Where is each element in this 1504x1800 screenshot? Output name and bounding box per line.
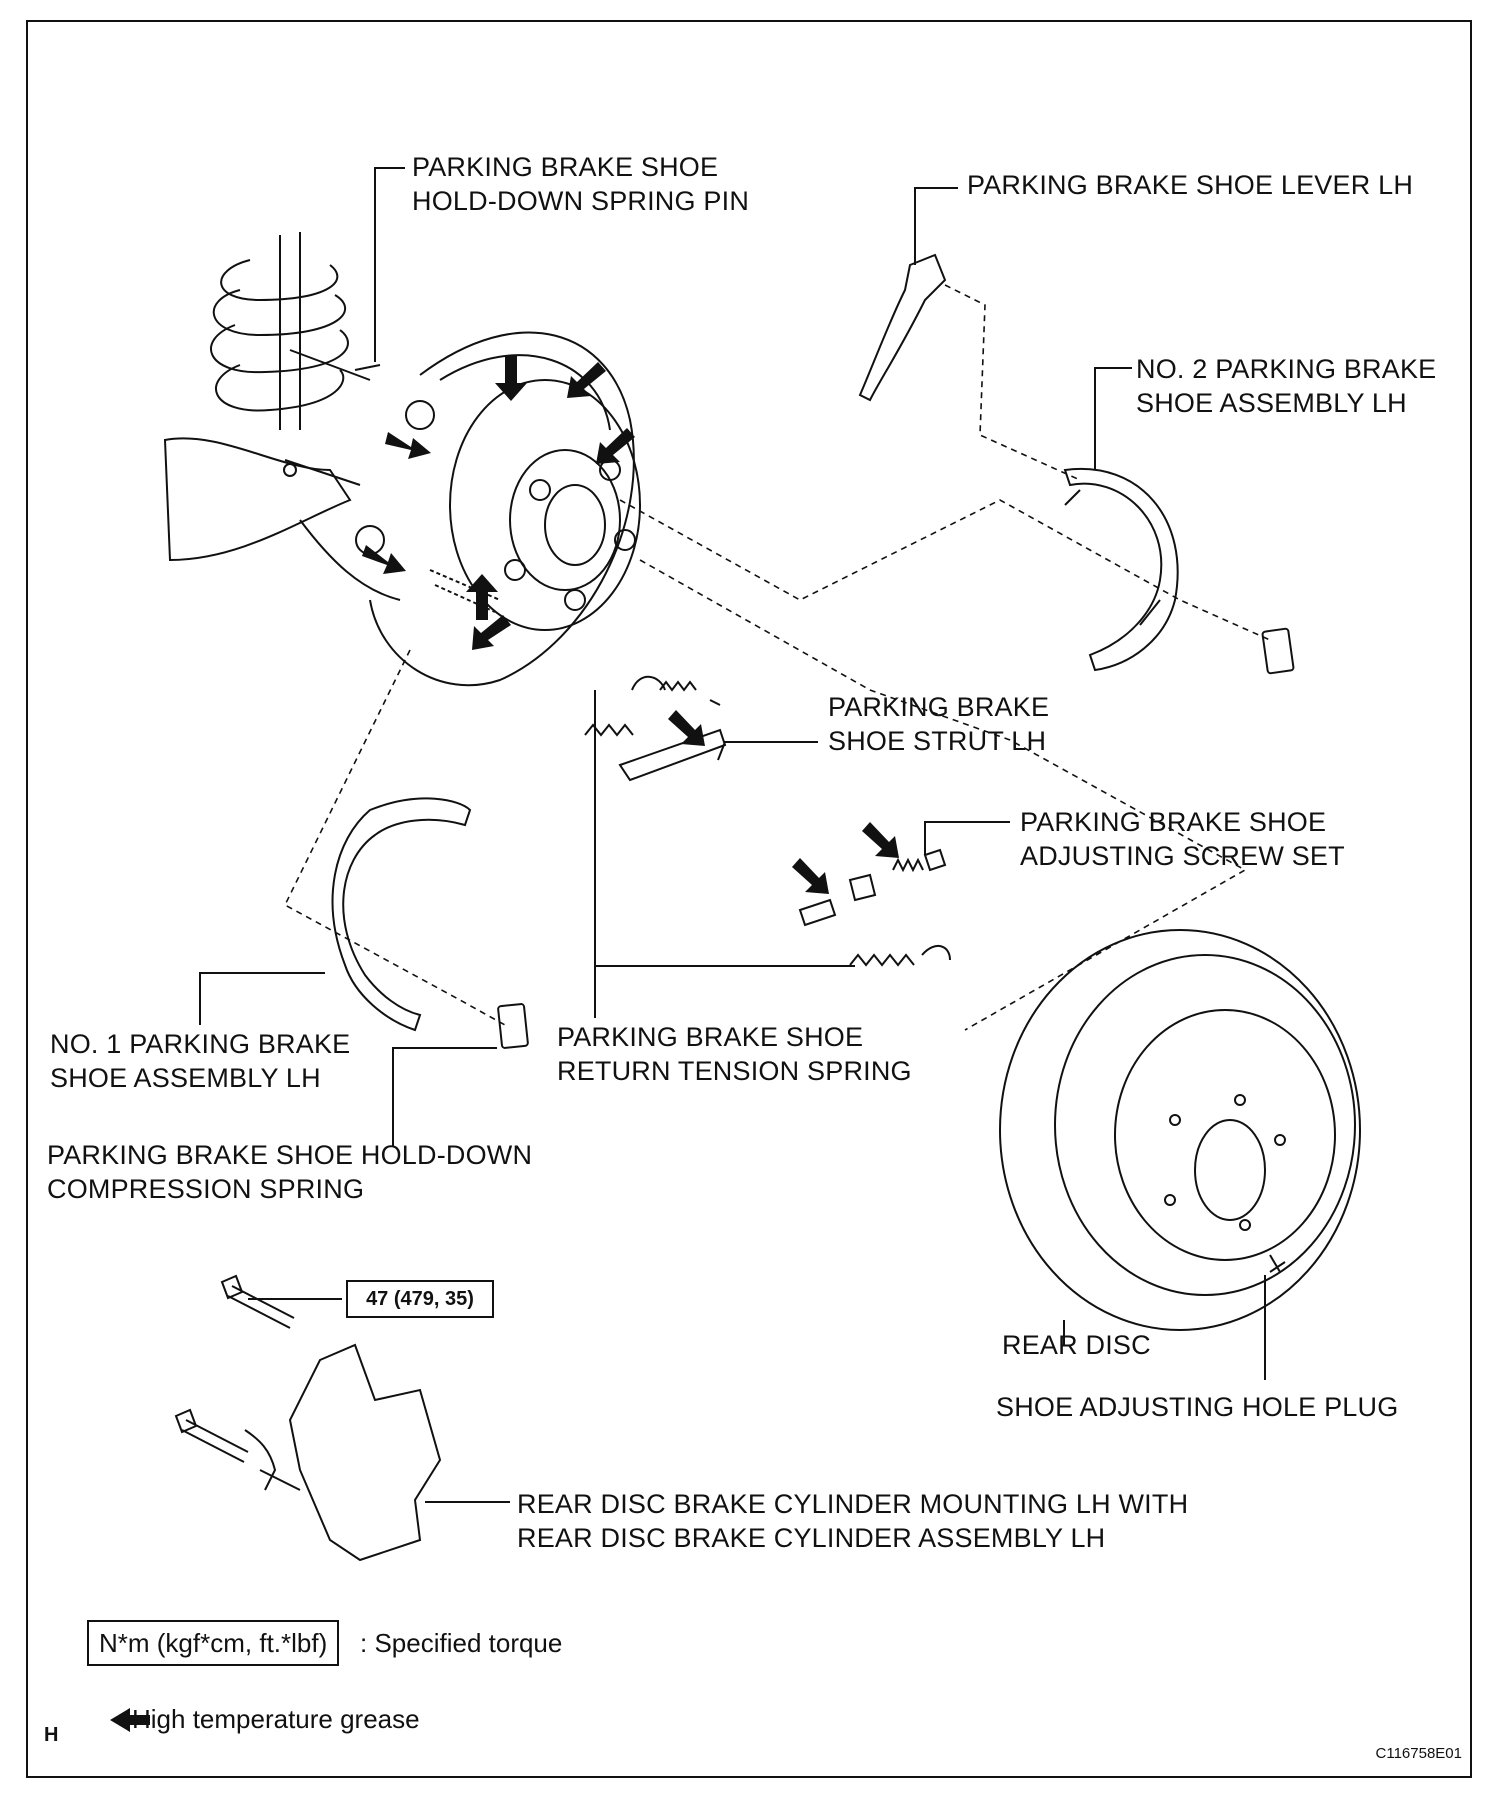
leader-lines	[199, 167, 1266, 1503]
page-mark: H	[44, 1724, 59, 1746]
backing-plate-illustration	[283, 331, 641, 687]
label-hold-down-pin: PARKING BRAKE SHOE HOLD-DOWN SPRING PIN	[412, 152, 750, 216]
label-return-spring: PARKING BRAKE SHOE RETURN TENSION SPRING	[557, 1022, 912, 1086]
grease-arrows	[110, 355, 899, 1732]
label-hole-plug: SHOE ADJUSTING HOLE PLUG	[996, 1392, 1399, 1422]
label-shoe-lever: PARKING BRAKE SHOE LEVER LH	[967, 170, 1414, 200]
hold-down-spring-left	[497, 1003, 529, 1049]
label-no2-shoe: NO. 2 PARKING BRAKE SHOE ASSEMBLY LH	[1136, 354, 1437, 418]
strut-illustration	[618, 728, 727, 782]
adjusting-screw-illustration	[798, 848, 947, 927]
torque-value-box: 47 (479, 35)	[346, 1280, 494, 1318]
label-cylinder: REAR DISC BRAKE CYLINDER MOUNTING LH WIT…	[517, 1489, 1189, 1553]
label-rear-disc: REAR DISC	[1002, 1330, 1151, 1360]
lower-bolt-illustration	[174, 1408, 249, 1463]
hold-down-spring-right	[1261, 627, 1295, 675]
suspension-spring-illustration	[163, 232, 401, 601]
legend-grease-desc: High temperature grease	[132, 1704, 420, 1734]
rear-disc-illustration	[999, 929, 1361, 1331]
caliper-illustration	[288, 1343, 442, 1562]
lower-return-spring	[849, 945, 951, 967]
no2-shoe-illustration	[1063, 467, 1179, 672]
figure-code: C116758E01	[1375, 1745, 1462, 1762]
upper-bolt-illustration	[220, 1274, 295, 1329]
upper-return-spring	[584, 675, 666, 737]
legend-torque-unit: N*m (kgf*cm, ft.*lbf)	[87, 1620, 340, 1666]
shoe-lever-illustration	[858, 253, 947, 402]
label-adjusting-screw: PARKING BRAKE SHOE ADJUSTING SCREW SET	[1020, 807, 1345, 871]
label-compression-spring: PARKING BRAKE SHOE HOLD-DOWN COMPRESSION…	[47, 1140, 533, 1204]
diagram-frame	[26, 20, 1472, 1778]
no1-shoe-illustration	[331, 797, 472, 1032]
label-strut: PARKING BRAKE SHOE STRUT LH	[828, 692, 1050, 756]
label-no1-shoe: NO. 1 PARKING BRAKE SHOE ASSEMBLY LH	[50, 1029, 351, 1093]
legend-torque-desc: : Specified torque	[360, 1628, 563, 1658]
